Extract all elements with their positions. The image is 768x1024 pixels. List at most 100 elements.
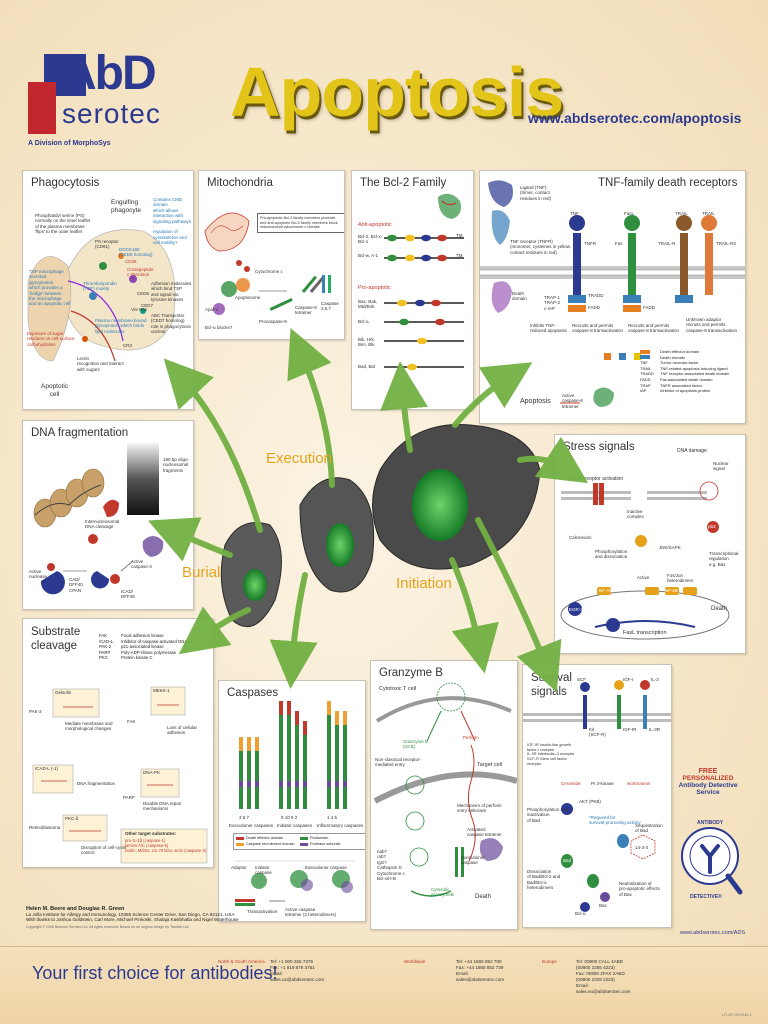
legend-value: Fas-associated death domain [660,376,713,382]
mito-info-box: Pro-apoptotic Bcl-2 family members promo… [257,213,344,233]
label-required: *Required for survival-promoting activit… [589,815,641,826]
label-death: Death [711,606,728,612]
label-abc: ABC Transporter (CED7 homolog) role in p… [151,313,191,335]
panel-bcl2: The Bcl-2 Family Anti-apoptotic Bcl-2, B… [351,170,474,410]
label-dockie: DOCK180 (CED5 homolog) [119,247,153,258]
caspase-legend-row: Death effector domain [236,836,300,842]
footer-region-contact[interactable]: Tel: +1 800 265 7376 Fax: +1 919 878 375… [270,959,325,982]
caspase-legend-row: Protease subunits [300,842,364,848]
panel-title: DNA fragmentation [31,427,129,439]
label-apoptosis: Apoptosis [520,398,551,405]
caspase-subunit [327,781,331,787]
label-death: Death [475,894,492,900]
label-ceramide: Ceramide [561,781,581,786]
poster-url[interactable]: www.abdserotec.com/apoptosis [528,110,742,126]
label-mechanism: Mechanism of perforin entry unknown [457,803,502,814]
abbrev-key: PARP [99,649,111,655]
label-active: Active [637,575,650,580]
caspase-prodomain [295,711,299,725]
legend-value: Prodomain [310,836,329,840]
legend-key: IAP [640,388,647,394]
caspase-prodomain [287,701,291,715]
promo-line-1: FREE [698,768,718,775]
caspase-bar [279,701,283,809]
label-active-tetramer: Active caspase tetramer (2 heterodimers) [285,907,337,918]
label-list: IGF-IR Insulin-like growth factor-I rece… [527,742,575,766]
label-phosph: Phosphorylation and dissociation [595,549,628,560]
label-cytosolic: Cytosolic granzymeB [431,887,454,898]
footer-region-contact[interactable]: Tel: 00800 CALL 4ABD (00800 2255 4223) F… [576,959,631,994]
label-active-caspase8: Active caspase-8 tetramer [562,393,583,409]
poster-title: Apoptosis [230,53,564,131]
label-nuclear: Nuclear signal [713,461,729,472]
promo-url[interactable]: www.abdserotec.com/ADS [680,930,746,936]
label-il3: IL-3 [651,677,659,682]
label-gelsolin: Gelsolin [55,690,72,695]
caspase-bar [239,737,243,809]
label-akt: AKT (PKB) [579,799,601,804]
caspase-subunit [239,781,243,787]
label-tnf: TNF [570,211,579,216]
abbrev-key: PAK-2 [99,644,112,650]
legend-key: TRAIL [640,365,652,371]
label-tsp: TSP macrophage secreted glycoprotein whi… [29,269,71,307]
label-fos: Fos/Jun heterodimers [667,573,694,584]
footer-tagline: Your first choice for antibodies! [32,963,278,983]
panel-stress: Stress signals T-cell receptor activatio… [554,434,746,654]
caspase-legend-row: Caspase recruitment domain [236,842,300,848]
credits-copyright: Copyright © 2006 Biomeni Serotec Ltd. Al… [26,925,190,929]
label-mekk: MEKK-1 [153,688,170,693]
footer-region-contact[interactable]: Tel: +44 1865 852 700 Fax: +44 1865 852 … [456,959,505,982]
label-apoptosome: Apoptosome [235,295,261,300]
panel-mitochondria: Mitochondria Pro-apoptotic Bcl-2 family … [198,170,345,340]
label-target: Target cell [477,762,503,768]
legend-key: FADD [640,376,651,382]
panel-tnf: TNF-family death receptors Ligand (TNF) … [479,170,746,424]
antibody-detective-badge-icon[interactable] [680,814,744,898]
label-trailr2: TRAIL-R2 [716,241,737,246]
caspase-prodomain [303,721,307,735]
caspase-prodomain [239,737,243,751]
legend-value: Protease subunits [310,841,341,846]
label-egr3: EGR-3 [569,607,583,612]
label-transcriptional: Transcriptional regulation e.g. Bax [709,551,739,567]
label-inactive: Inactive complex [627,509,644,520]
label-pi3: PI 3-kinase [591,781,614,786]
promo-block[interactable]: FREE PERSONALIZED Antibody Detective Ser… [670,768,746,796]
footer-region-name: Worldwide [404,959,426,964]
label-fas: Fas [615,241,623,246]
caspase-prodomain [255,737,259,751]
label-ced7: CED7 [141,303,154,308]
caspase-bars [235,701,355,906]
dna-diagram [33,443,164,595]
label-perforin: Perforin [463,735,479,740]
label-bcl: Bcl-xₗ [575,911,586,916]
legend-value: TNF-related apoptosis-inducing ligand [660,365,728,371]
label-apoptotic-cell: Apoptotic cell [41,383,69,398]
label-apaf: Apaf-1 [205,307,219,312]
label-igf: IGF-I [623,677,634,682]
label-phosph: Phosphorylation and inactivation of Bad [527,807,569,823]
label-ligand: Ligand (TNF) (trimer, contact residues i… [520,185,552,201]
panel-caspases: Caspases 3 6 7 8 10 9 2 1 4 5 Executione… [218,680,366,922]
label-executioner: Executioner caspase [305,865,347,870]
label-calcineurin: Calcineurin [569,535,592,540]
panel-title: Substrate cleavage [31,626,81,652]
bcl2-pro-row-4: Bad, Bid [358,364,376,369]
caspase-bar [343,711,347,809]
legend-swatch [236,837,244,841]
credits-thanks: With thanks to Joshua Goldstein, Carl Mo… [26,917,239,922]
label-dna-frag: DNA fragmentation [77,781,116,786]
bcl2-pro-heading: Pro-apoptotic [358,285,391,291]
brand-logo[interactable]: AbD serotec A Division of MorphoSys [28,46,178,151]
label-jnk: JNK/SAPK [659,545,681,550]
caspase-subunit [295,781,299,787]
label-cytochrome: Cytochrome c [255,269,283,274]
label-recruits-2: Recruits and permits caspase-8 transacti… [628,323,680,334]
